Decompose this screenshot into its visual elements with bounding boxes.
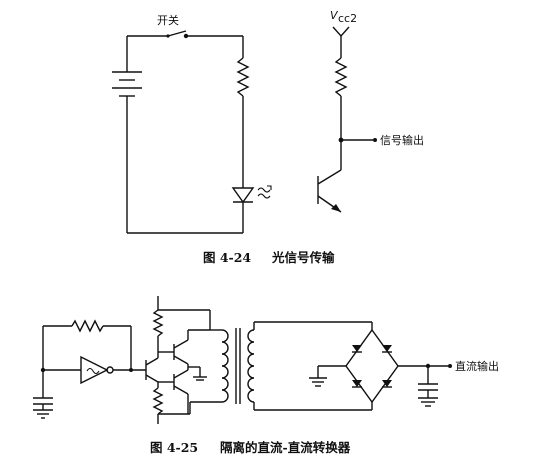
output-capacitor-symbol [418,366,438,398]
phototransistor-symbol [317,169,342,213]
pull-transistor-symbol [173,369,189,395]
feedback-resistor-symbol [71,319,104,333]
figure-4-25-title: 隔离的直流-直流转换器 [220,440,351,455]
output-terminal-2 [448,364,452,368]
secondary-winding-symbol [247,329,255,403]
driver-transistor-symbol [145,357,159,383]
figure-4-24-title: 光信号传输 [271,250,335,265]
primary-winding-symbol [221,329,229,403]
switch-pivot [166,34,170,38]
output-terminal [373,138,377,142]
bias-resistor-top-symbol [152,309,164,337]
figure-4-25-number: 图 4-25 [150,440,198,455]
switch-blade [167,30,187,37]
ground-icon-output [418,397,438,407]
ground-icon-secondary [309,377,327,387]
dc-dc-converter-circuit: 直流输出 [33,296,499,424]
dc-output-label: 直流输出 [455,359,499,373]
signal-output-label: 信号输出 [380,133,424,147]
phototransistor-circuit: V cc2 信号输出 [317,9,424,213]
input-capacitor-symbol [33,390,53,410]
switch-label: 开关 [157,13,179,27]
osc-node [40,367,46,373]
led-loop-circuit: 开关 [112,13,272,234]
battery-symbol [112,71,142,97]
bias-resistor-bottom-symbol [152,387,164,415]
light-emission-icon [257,185,272,199]
resistor-symbol [236,57,250,97]
vcc-label: V [330,9,339,22]
vcc-label-subscript: cc2 [338,12,357,25]
bridge-rectifier-symbol [345,322,399,410]
pullup-resistor-symbol [334,57,348,97]
ground-icon-primary [193,376,207,381]
inverter-output-node [129,368,133,372]
vcc-arrow-icon [332,26,350,38]
ground-icon-left [33,409,53,419]
inverter-symbol [80,355,114,385]
figure-4-24-number: 图 4-24 [203,250,251,265]
led-symbol [231,187,255,204]
push-transistor-symbol [173,339,189,365]
